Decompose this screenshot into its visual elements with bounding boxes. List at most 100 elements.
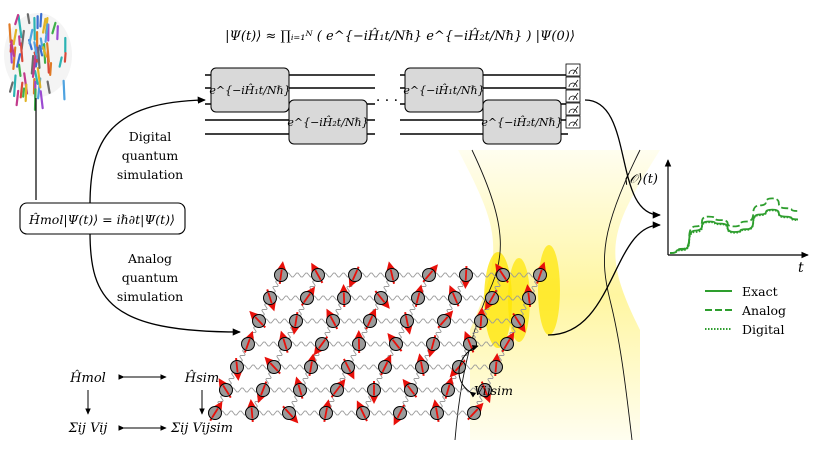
protein-helix: [16, 53, 22, 68]
meter-dial: [568, 121, 578, 127]
protein-helix: [17, 14, 23, 39]
spin-arrow-core: [211, 407, 219, 419]
plot-x-label: t: [798, 260, 804, 276]
protein-helix: [8, 23, 12, 44]
spin-arrow-core: [452, 292, 458, 304]
analog-label-line-3: simulation: [116, 289, 184, 304]
spin-arrow-core: [314, 269, 322, 281]
protein-structure-image: [4, 12, 72, 111]
digital-simulation-label: Digital quantum simulation: [100, 127, 200, 184]
meter-dial: [568, 69, 578, 75]
beam-envelope-right: [604, 149, 641, 441]
digital-label-line-3: simulation: [116, 167, 184, 182]
spin-arrow-core: [254, 316, 264, 326]
spin-arrow-core: [297, 384, 303, 396]
observable-plot: ⟨𝒪⟩(t) t: [624, 159, 809, 276]
digital-label-line-2: quantum: [121, 148, 179, 163]
protein-helix: [63, 52, 67, 63]
meter-dial: [568, 82, 578, 88]
protein-helix: [8, 81, 14, 93]
meter-needle: [572, 79, 579, 88]
digital-label-line-1: Digital: [128, 129, 172, 144]
legend-label-analog: Analog: [741, 303, 786, 318]
protein-helix: [26, 13, 31, 25]
meter-dial: [568, 108, 578, 114]
coupling-label: Vijsim: [474, 383, 513, 398]
spin-arrow-core: [269, 362, 279, 372]
protein-helix: [37, 46, 41, 69]
spin-arrow-core: [454, 362, 464, 372]
gate-h2-last-label: e^{−iĤ₂t/Nℏ}: [481, 115, 562, 129]
protein-helix: [28, 28, 34, 45]
spin-arrow-core: [351, 269, 359, 281]
protein-helix: [18, 35, 21, 46]
protein-helix: [19, 81, 24, 99]
plot-series: [669, 197, 799, 254]
spin-arrow-core: [267, 292, 273, 304]
protein-helix: [14, 13, 20, 26]
trotter-formula: |Ψ(t)⟩ ≈ ∏ᵢ₌₁ᴺ ( e^{−iĤ₁t/Nℏ} e^{−iĤ₂t/N…: [225, 28, 575, 44]
schrodinger-box: [19, 202, 186, 235]
protein-helix: [39, 90, 44, 110]
spin-arrow-core: [260, 384, 266, 396]
protein-helix: [12, 28, 18, 46]
spin-arrow-core: [514, 315, 522, 327]
protein-helix: [19, 42, 24, 63]
mapping-sum-v: Σij Vij: [68, 421, 108, 436]
hamiltonian-mapping: Ĥmol Ĥsim Σij Vij Σij Vijsim: [68, 370, 233, 436]
spin-arrow-core: [376, 293, 386, 303]
laser-beams: [454, 149, 660, 441]
spin-arrow-core: [445, 384, 451, 396]
mapping-sum-vsim: Σij Vijsim: [170, 421, 233, 436]
arrow-to-analog: [89, 231, 241, 336]
atom-lattice: [208, 261, 547, 426]
protein-helix: [33, 70, 39, 85]
protein-helix: [30, 54, 35, 75]
protein-helix: [33, 88, 37, 111]
protein-helix: [36, 67, 42, 89]
spin-arrow-core: [284, 408, 294, 418]
spin-arrow-core: [324, 407, 328, 419]
protein-helix: [15, 89, 20, 107]
spin-arrow-core: [366, 315, 374, 327]
legend-label-digital: Digital: [742, 322, 785, 337]
protein-helix: [49, 62, 53, 76]
protein-helix: [51, 21, 57, 35]
meter-needle: [572, 66, 579, 75]
spin-arrow-core: [359, 407, 367, 419]
gate-h2-first-label: e^{−iĤ₂t/Nℏ}: [287, 115, 368, 129]
spin-arrow-core: [391, 339, 401, 349]
protein-helix: [12, 74, 17, 98]
meter-dial: [568, 95, 578, 101]
spin-arrow-core: [389, 269, 395, 281]
analog-label-line-1: Analog: [127, 251, 173, 266]
protein-helix: [39, 12, 43, 28]
spin-arrow-core: [537, 269, 543, 281]
gate-h1-last-label: e^{−iĤ₁t/Nℏ}: [403, 83, 484, 97]
spin-arrow-core: [381, 361, 389, 373]
spin-arrow-core: [250, 407, 254, 419]
spin-arrow-core: [309, 361, 313, 373]
analog-label-line-2: quantum: [121, 270, 179, 285]
lattice-atoms: [208, 261, 547, 426]
spin-arrow-core: [318, 339, 326, 349]
meter-needle: [572, 92, 579, 101]
spin-arrow-core: [282, 338, 288, 350]
meter-needle: [572, 118, 579, 127]
spin-arrow-core: [503, 338, 511, 350]
spin-arrow-core: [329, 315, 337, 327]
spin-arrow-core: [406, 385, 416, 395]
arrow-to-digital: [89, 96, 206, 206]
gate-h1-first: [210, 67, 290, 113]
arrow-digital-to-plot: [584, 99, 661, 219]
circuit-ellipsis: · · ·: [376, 93, 398, 109]
protein-helix: [10, 40, 16, 58]
spin-arrow-core: [469, 408, 479, 418]
spin-arrow-core: [344, 361, 352, 373]
protein-helix: [42, 46, 48, 58]
protein-helix: [22, 87, 26, 98]
protein-helix: [46, 80, 51, 94]
laser-focus-3: [538, 245, 560, 335]
